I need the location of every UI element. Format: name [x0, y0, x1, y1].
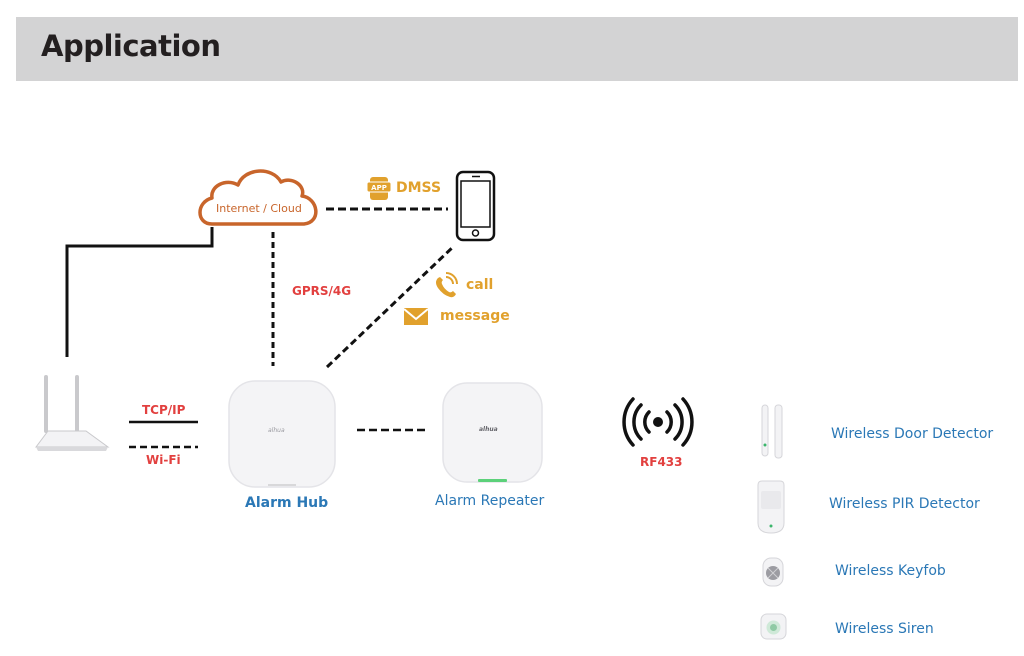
page-title: Application — [41, 29, 221, 63]
peripheral-label-door: Wireless Door Detector — [831, 426, 994, 442]
message-icon — [403, 308, 429, 325]
siren-icon — [760, 613, 787, 640]
rf433-label: RF433 — [640, 455, 683, 469]
peripheral-label-keyfob: Wireless Keyfob — [835, 563, 946, 579]
app-label: DMSS — [396, 180, 442, 196]
wifi-label: Wi-Fi — [146, 453, 181, 467]
door-detector-icon — [761, 404, 783, 459]
pir-detector-icon — [757, 480, 785, 534]
svg-text:APP: APP — [371, 184, 387, 192]
cloud-icon — [198, 169, 318, 226]
peripheral-label-pir: Wireless PIR Detector — [829, 496, 980, 512]
hub-brand-logo: alhua — [268, 427, 285, 434]
app-icon: APP — [366, 177, 392, 200]
gprs-label: GPRS/4G — [292, 284, 352, 298]
alarm-hub-label: Alarm Hub — [245, 495, 329, 511]
router-cloud-line — [65, 227, 214, 357]
tcpip-label: TCP/IP — [142, 403, 186, 417]
alarm-repeater-device — [442, 382, 543, 483]
rf-signal-icon — [622, 397, 694, 447]
keyfob-icon — [762, 557, 784, 587]
smartphone-icon — [455, 170, 496, 242]
header-bar: Application — [16, 17, 1018, 81]
peripheral-label-siren: Wireless Siren — [835, 621, 934, 637]
message-label: message — [440, 308, 510, 324]
repeater-brand-logo: alhua — [479, 426, 498, 433]
hub-phone-dashed-line — [325, 244, 456, 369]
router-icon — [35, 375, 110, 451]
cloud-label: Internet / Cloud — [216, 202, 302, 215]
call-label: call — [466, 277, 494, 293]
phone-call-icon — [436, 272, 458, 298]
alarm-hub-device — [228, 380, 336, 488]
alarm-repeater-label: Alarm Repeater — [435, 493, 545, 509]
